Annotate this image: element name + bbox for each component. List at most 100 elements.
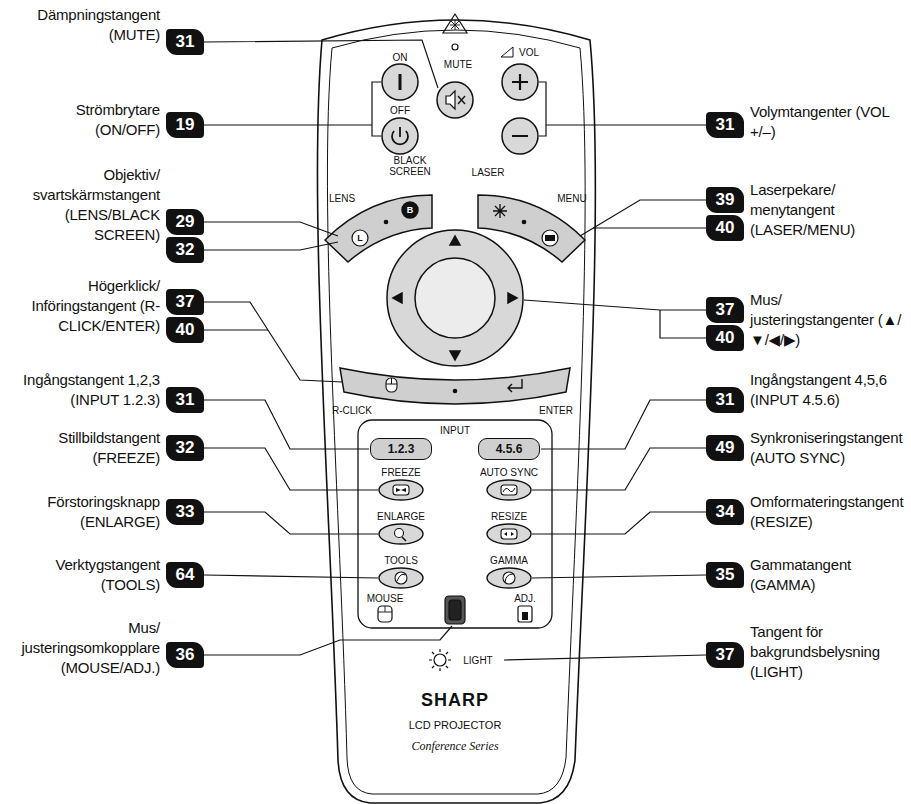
callout-number: 35 bbox=[716, 565, 735, 585]
key-legend: LCD PROJECTOR bbox=[409, 720, 502, 731]
direction-pad bbox=[387, 230, 523, 366]
key-legend: RESIZE bbox=[491, 511, 527, 522]
remote-body bbox=[327, 30, 585, 794]
callout-number: 39 bbox=[716, 190, 735, 210]
function-buttons bbox=[379, 524, 423, 544]
function-buttons bbox=[393, 485, 517, 584]
button-text: 1.2.3 bbox=[388, 442, 415, 456]
page-ref-badge: 40 bbox=[166, 317, 204, 343]
leader-lines bbox=[204, 242, 338, 250]
callout-number: 36 bbox=[176, 645, 195, 665]
leader-lines bbox=[204, 40, 438, 88]
leader-lines bbox=[204, 302, 342, 382]
callout-number: 32 bbox=[176, 438, 195, 458]
rclick-enter-button bbox=[386, 378, 397, 384]
key-legend: MUTE bbox=[444, 59, 472, 70]
laser-indicator bbox=[443, 14, 467, 33]
button-text: 4.5.6 bbox=[496, 442, 523, 456]
light-button bbox=[429, 649, 451, 671]
lower-panel bbox=[358, 420, 552, 628]
callout-number: 31 bbox=[716, 390, 735, 410]
page-ref-badge: 32 bbox=[166, 435, 204, 461]
key-legend: VOL bbox=[519, 47, 539, 58]
remote-body bbox=[317, 20, 595, 803]
page-ref-badge: 31 bbox=[166, 29, 204, 55]
power-buttons bbox=[382, 118, 418, 154]
callout-number: 34 bbox=[716, 502, 735, 522]
callout-number: 32 bbox=[176, 240, 195, 260]
leader-lines bbox=[532, 448, 706, 490]
leader-lines bbox=[204, 40, 706, 660]
lower-panel bbox=[358, 420, 552, 628]
key-legend: ADJ. bbox=[514, 593, 536, 604]
callout-number: 31 bbox=[176, 32, 195, 52]
callout-number: 40 bbox=[176, 320, 195, 340]
rclick-enter-button bbox=[340, 368, 570, 404]
input-button: 1.2.3 bbox=[370, 438, 432, 460]
callout-label: Laserpekare/ menytangent (LASER/MENU) bbox=[750, 180, 907, 240]
lens-blackscreen-button bbox=[402, 202, 418, 218]
callout-number: 49 bbox=[716, 438, 735, 458]
page-ref-badge: 49 bbox=[706, 435, 744, 461]
function-buttons bbox=[379, 568, 423, 588]
callout-label: Ingångstangent 4,5,6 (INPUT 4.5.6) bbox=[750, 370, 907, 410]
power-buttons bbox=[399, 74, 402, 90]
direction-pad bbox=[387, 230, 523, 366]
key-legend: L bbox=[357, 233, 363, 244]
page-ref-badge: 31 bbox=[706, 387, 744, 413]
rclick-enter-button bbox=[386, 378, 397, 392]
laser-menu-button bbox=[493, 204, 507, 218]
callout-label: Omformateringstangent (RESIZE) bbox=[750, 492, 907, 532]
leader-lines bbox=[204, 626, 452, 655]
mouse-adj-switch bbox=[449, 600, 461, 620]
function-buttons bbox=[503, 572, 515, 584]
callout-number: 31 bbox=[176, 390, 195, 410]
function-buttons bbox=[379, 480, 423, 500]
mouse-adj-switch bbox=[518, 606, 532, 622]
mouse-adj-switch bbox=[378, 606, 392, 612]
light-button bbox=[429, 649, 451, 671]
page-ref-badge: 19 bbox=[166, 112, 204, 138]
laser-menu-button bbox=[542, 230, 558, 246]
key-legend: LIGHT bbox=[463, 655, 492, 666]
key-legend: MENU bbox=[557, 193, 586, 204]
key-legend: LENS bbox=[329, 193, 355, 204]
light-button bbox=[434, 654, 446, 666]
volume-buttons bbox=[501, 47, 538, 154]
leader-lines bbox=[204, 329, 268, 330]
volume-buttons bbox=[501, 47, 513, 57]
function-buttons bbox=[397, 574, 405, 581]
leader-lines bbox=[372, 82, 381, 136]
leader-lines bbox=[580, 200, 706, 236]
page-ref-badge: 40 bbox=[706, 325, 744, 351]
brand-name: SHARP bbox=[421, 690, 489, 710]
callout-number: 33 bbox=[176, 502, 195, 522]
callout-label: Verktygstangent (TOOLS) bbox=[10, 555, 160, 595]
power-buttons bbox=[382, 64, 418, 154]
page-ref-badge: 39 bbox=[706, 187, 744, 213]
key-legend: OFF bbox=[390, 105, 410, 116]
power-buttons bbox=[382, 64, 418, 100]
function-buttons bbox=[393, 485, 409, 495]
rclick-enter-button bbox=[340, 368, 570, 404]
function-buttons bbox=[395, 572, 407, 584]
function-buttons bbox=[503, 488, 515, 492]
mute-button bbox=[437, 82, 473, 118]
key-legend: ENLARGE bbox=[377, 511, 425, 522]
function-buttons bbox=[487, 524, 531, 544]
page-ref-badge: 29 bbox=[166, 209, 204, 235]
leader-lines bbox=[546, 124, 706, 125]
direction-pad bbox=[450, 351, 460, 360]
function-buttons bbox=[505, 574, 513, 582]
callout-label: Högerklick/ Införingstangent (R-CLICK/EN… bbox=[10, 276, 160, 336]
callout-label: Förstoringsknapp (ENLARGE) bbox=[10, 492, 160, 532]
page-ref-badge: 31 bbox=[706, 112, 744, 138]
leader-lines bbox=[539, 82, 546, 136]
direction-pad bbox=[415, 258, 495, 338]
key-legend: FREEZE bbox=[381, 467, 420, 478]
key-legend: INPUT bbox=[440, 425, 470, 436]
leader-lines bbox=[524, 300, 706, 310]
direction-pad bbox=[450, 236, 460, 245]
page-ref-badge: 32 bbox=[166, 237, 204, 263]
leader-lines bbox=[593, 227, 706, 228]
